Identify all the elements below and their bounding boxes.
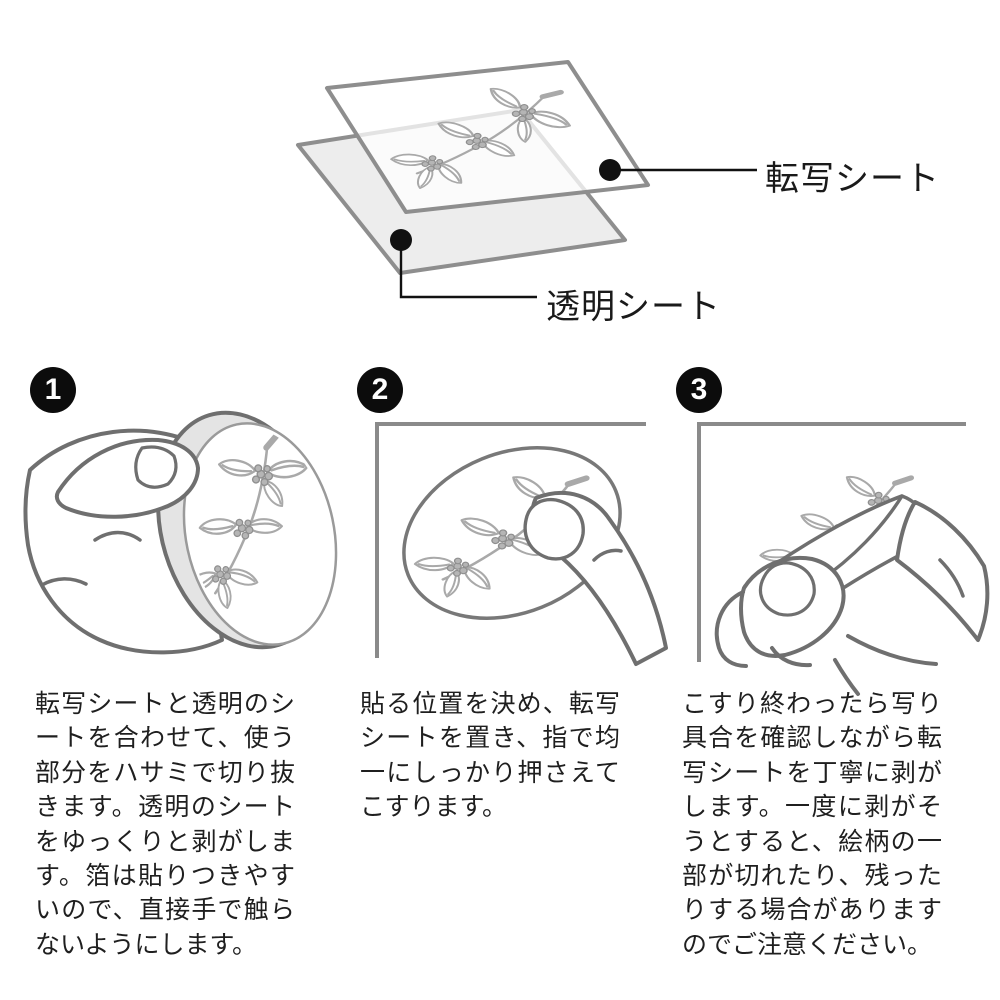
transfer-sheet-callout [599,159,757,181]
step3-surface-corner [697,422,966,662]
transfer-sheet-label: 転写シート [765,160,940,198]
step-1-badge: 1 [30,367,76,413]
callout-dot [599,159,621,181]
step-3-badge: 3 [676,367,722,413]
step-2-number: 2 [371,373,389,406]
clear-sheet-label: 透明シート [546,288,721,326]
callout-dot [390,229,412,251]
step1-hand-holding-cutout [23,410,338,655]
step-1-instructions: 転写シートと透明のシートを合わせて、使う部分をハサミで切り抜きます。透明のシート… [35,690,295,959]
step3-peeling-fingers [714,444,990,696]
step2-surface-corner [375,422,646,658]
step2-pressing-finger [378,417,668,666]
step-3-number: 3 [690,373,708,406]
transfer-sheet-graphic [325,60,650,214]
step-3-instructions: こすり終わったら写り具合を確認しながら転写シートを丁寧に剥がします。一度に剥がそ… [682,690,942,959]
step-2-badge: 2 [357,367,403,413]
step-2-instructions: 貼る位置を決め、転写シートを置き、指で均一にしっかり押さえてこすります。 [360,690,620,822]
step-1-number: 1 [44,373,62,406]
clear-sheet-callout [390,229,537,299]
